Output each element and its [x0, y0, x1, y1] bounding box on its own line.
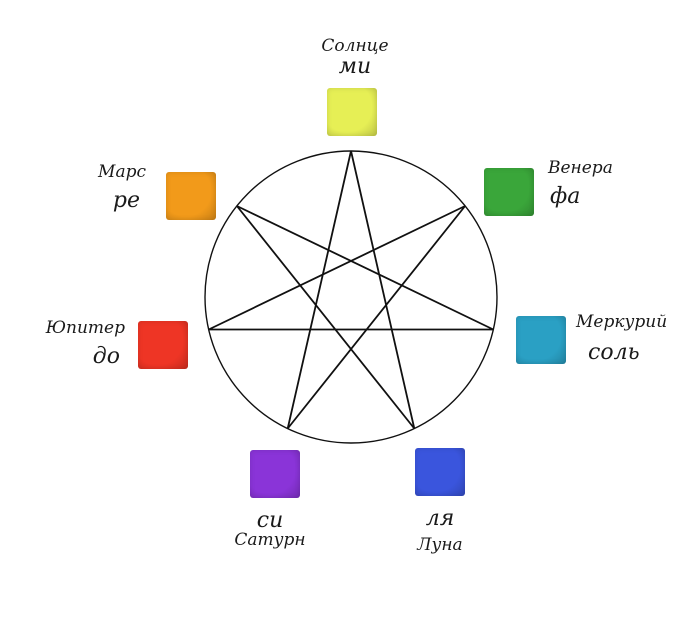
mercury-swatch [516, 316, 566, 364]
sun-planet-label: Солнце [321, 36, 389, 56]
saturn-swatch [250, 450, 300, 498]
mars-planet-label: Марс [98, 162, 146, 182]
jupiter-note-label: до [92, 344, 120, 369]
mars-note-label: ре [112, 188, 140, 213]
moon-note-label: ля [425, 506, 455, 531]
saturn-note-label: си [256, 508, 284, 533]
sun-note-label: ми [338, 54, 372, 79]
venus-note-label: фа [550, 184, 581, 209]
heptagram-star [208, 150, 494, 430]
outer-circle [204, 150, 498, 444]
jupiter-swatch [138, 321, 188, 369]
mercury-planet-label: Меркурий [576, 312, 668, 332]
moon-swatch [415, 448, 465, 496]
saturn-planet-label: Сатурн [234, 530, 306, 550]
jupiter-planet-label: Юпитер [45, 318, 125, 338]
venus-swatch [484, 168, 534, 216]
mercury-note-label: соль [588, 340, 640, 365]
mars-swatch [166, 172, 216, 220]
sun-swatch [327, 88, 377, 136]
moon-planet-label: Луна [417, 535, 463, 555]
venus-planet-label: Венера [548, 158, 613, 178]
